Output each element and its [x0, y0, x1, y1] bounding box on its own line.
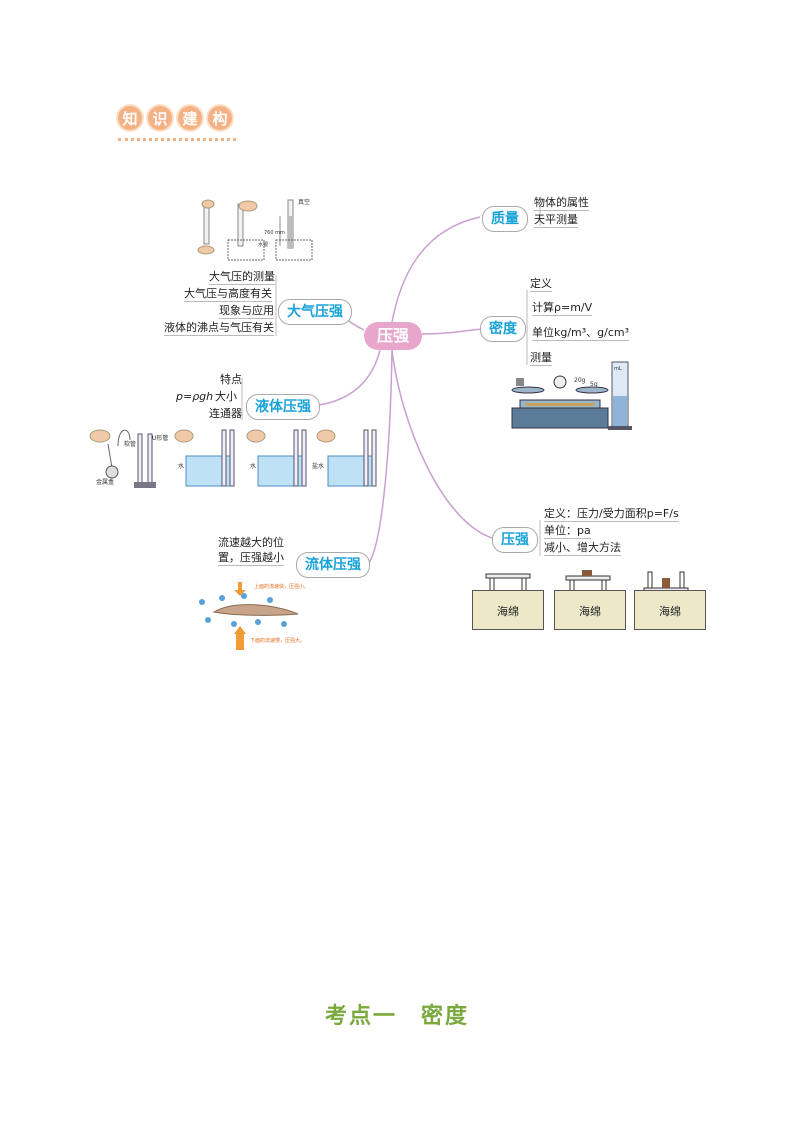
torricelli-illustration: 真空 760 mm 水银	[197, 198, 313, 261]
top-note: 上面的流速快，压强小。	[254, 583, 309, 590]
vacuum-label: 真空	[298, 198, 310, 206]
water-label-2: 水	[250, 462, 256, 470]
height-label: 760 mm	[264, 230, 285, 236]
leaf-liquid-connected: 连通器	[209, 407, 242, 420]
center-node: 压强	[364, 322, 422, 350]
liquid-formula: p=ρgh	[176, 390, 214, 403]
leaf-pressure-def: 定义：压力/受力面积p=F/s	[544, 507, 679, 522]
leaf-fluid-1: 流速越大的位	[218, 536, 284, 549]
sponge-1: 海绵	[472, 590, 544, 630]
leaf-mass-property: 物体的属性	[534, 196, 589, 211]
hose-label: 软管	[124, 440, 136, 448]
badge-underline	[118, 138, 236, 141]
leaf-atm-height: 大气压与高度有关	[184, 287, 272, 302]
leaf-fluid-2: 置，压强越小	[218, 551, 284, 566]
badge-char: 构	[208, 106, 232, 130]
balance-illustration: 20g 5g mL	[511, 361, 632, 430]
node-liquid: 液体压强	[246, 394, 320, 420]
wing-illustration: 上面的流速快，压强小。 下面的流速慢，压强大。	[199, 582, 309, 650]
bottom-note: 下面的流速慢，压强大。	[250, 637, 305, 644]
section-badge: 知 识 建 构	[118, 106, 232, 130]
badge-char: 知	[118, 106, 142, 130]
sponge-2: 海绵	[554, 590, 626, 630]
node-atmospheric: 大气压强	[278, 299, 352, 325]
brine-label: 盐水	[312, 462, 324, 470]
leaf-atm-apps: 现象与应用	[219, 304, 274, 319]
weight-20g: 20g	[574, 377, 586, 384]
weight-5g: 5g	[590, 381, 598, 388]
leaf-pressure-unit: 单位：pa	[544, 524, 591, 539]
leaf-atm-measure: 大气压的测量	[209, 270, 275, 285]
u-tube-label: U形管	[152, 434, 168, 442]
leaf-density-def: 定义	[530, 277, 552, 292]
leaf-mass-balance: 天平测量	[534, 213, 578, 228]
leaf-pressure-methods: 减小、增大方法	[544, 541, 621, 556]
sponge-3: 海绵	[634, 590, 706, 630]
node-density: 密度	[480, 316, 526, 342]
leaf-density-unit: 单位kg/m³、g/cm³	[532, 326, 630, 341]
metal-box-label: 金属盒	[96, 478, 114, 486]
node-mass: 质量	[482, 206, 528, 232]
badge-char: 识	[148, 106, 172, 130]
node-pressure: 压强	[492, 527, 538, 553]
section-title: 考点一 密度	[324, 1004, 469, 1029]
manometer-illustration: 金属盒 软管 U形管 水 水 盐水	[89, 429, 377, 488]
node-fluid: 流体压强	[296, 552, 370, 578]
cylinder-unit: mL	[614, 366, 622, 372]
badge-char: 建	[178, 106, 202, 130]
mercury-label: 水银	[258, 241, 268, 248]
leaf-liquid-size: 大小	[215, 390, 237, 403]
leaf-density-measure: 测量	[530, 351, 552, 366]
leaf-density-calc: 计算ρ=m/V	[532, 301, 593, 316]
sponge-illustration: 海绵 海绵 海绵	[472, 570, 708, 630]
water-label-1: 水	[178, 462, 184, 470]
leaf-atm-boiling: 液体的沸点与气压有关	[164, 321, 274, 336]
leaf-liquid-features: 特点	[220, 373, 242, 386]
